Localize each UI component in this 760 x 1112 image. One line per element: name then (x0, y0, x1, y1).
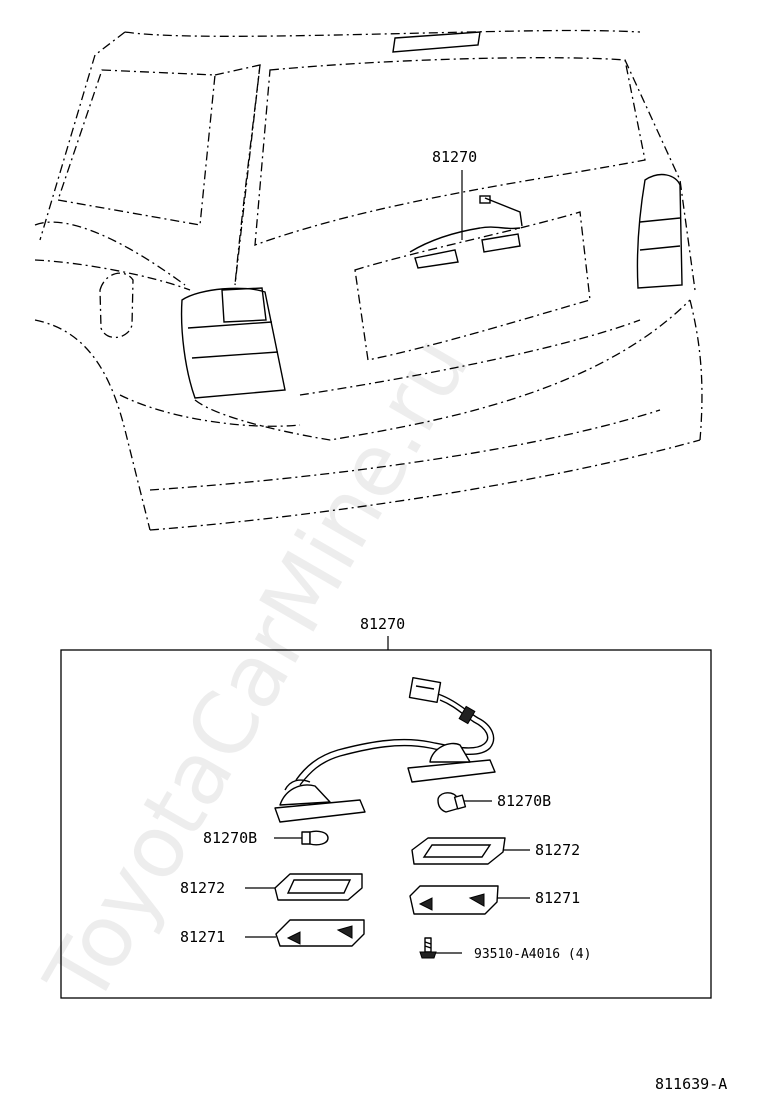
callout-lens-left: 81272 (180, 879, 225, 897)
callout-housing-left: 81271 (180, 928, 225, 946)
callout-lens-right: 81272 (535, 841, 580, 859)
socket-base-right (407, 759, 496, 783)
screw (419, 937, 437, 959)
callout-screw: 93510-A4016 (4) (474, 947, 591, 962)
watermark: ToyotaCarMine.ru (26, 320, 489, 1022)
drawing-number: 811639-A (655, 1075, 727, 1093)
callout-housing-right: 81271 (535, 889, 580, 907)
detail-box (60, 649, 712, 999)
housing-left (275, 919, 365, 947)
lens-right (411, 837, 506, 865)
bulb-right (437, 792, 467, 813)
detail-box-title: 81270 (360, 615, 405, 633)
bulb-left (301, 830, 329, 846)
socket-base-left (274, 799, 366, 823)
callout-bulb-left: 81270B (203, 829, 257, 847)
lens-left (274, 873, 363, 901)
vehicle-rear-view (34, 29, 703, 531)
callout-vehicle-assembly: 81270 (432, 148, 477, 166)
housing-right (409, 885, 499, 915)
callout-bulb-right: 81270B (497, 792, 551, 810)
